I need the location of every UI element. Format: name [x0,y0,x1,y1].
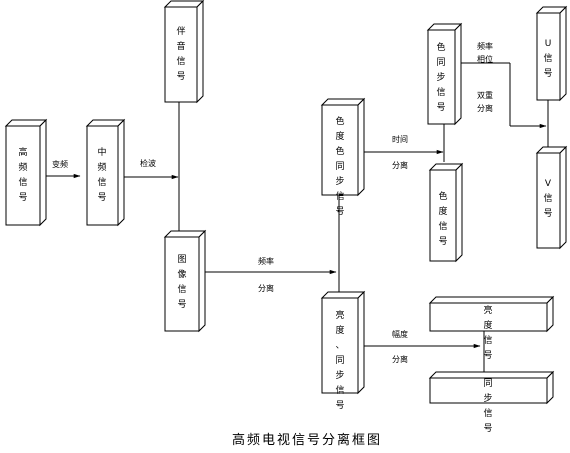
label-amp-sep-2: 分离 [392,354,408,364]
edge-labels: 变频 检波 频率 分离 时间 分离 幅度 分离 频率 相位 双重 分离 [52,41,493,364]
node-chroma-sync-signal-label: 色度色同步信号 [335,115,344,217]
node-sync-signal: 同步信号 [428,370,555,434]
label-freq-sep-1: 频率 [258,256,274,266]
node-image-signal-label: 图像信号 [177,254,186,310]
node-chroma-signal-label: 色度信号 [438,190,447,247]
label-freq-sep-2: 分离 [258,283,274,293]
diagram-caption: 高频电视信号分离框图 [232,432,382,448]
node-lum-sync-signal-label: 亮度、同步信号 [335,309,344,411]
node-chroma-signal: 色度信号 [428,162,464,263]
node-hf-signal-label: 高频信号 [18,146,27,203]
node-sync-signal-label: 同步信号 [483,378,492,434]
label-freq-phase-1: 频率 [477,41,493,51]
label-double-sep-1: 双重 [477,90,493,100]
node-chroma-sync-signal: 色度色同步信号 [320,97,366,217]
node-audio-signal: 伴音信号 [163,0,205,104]
label-time-sep-2: 分离 [392,160,408,170]
label-detection: 检波 [140,158,156,168]
label-time-sep-1: 时间 [392,134,408,144]
label-amp-sep-1: 幅度 [392,329,408,339]
label-double-sep-2: 分离 [477,103,493,113]
node-hf-signal: 高频信号 [4,118,48,227]
node-audio-signal-label: 伴音信号 [176,25,185,82]
label-freq-phase-2: 相位 [477,54,493,64]
node-luminance-signal-label: 亮度信号 [483,304,492,361]
connectors [40,62,549,372]
node-color-burst: 色同步信号 [426,22,463,126]
node-if-signal-label: 中频信号 [97,146,106,203]
node-color-burst-label: 色同步信号 [436,41,445,113]
node-lum-sync-signal: 亮度、同步信号 [320,290,366,411]
node-image-signal: 图像信号 [163,229,207,333]
node-if-signal: 中频信号 [85,118,126,227]
label-mixing: 变频 [52,159,68,169]
node-luminance-signal: 亮度信号 [428,295,555,361]
